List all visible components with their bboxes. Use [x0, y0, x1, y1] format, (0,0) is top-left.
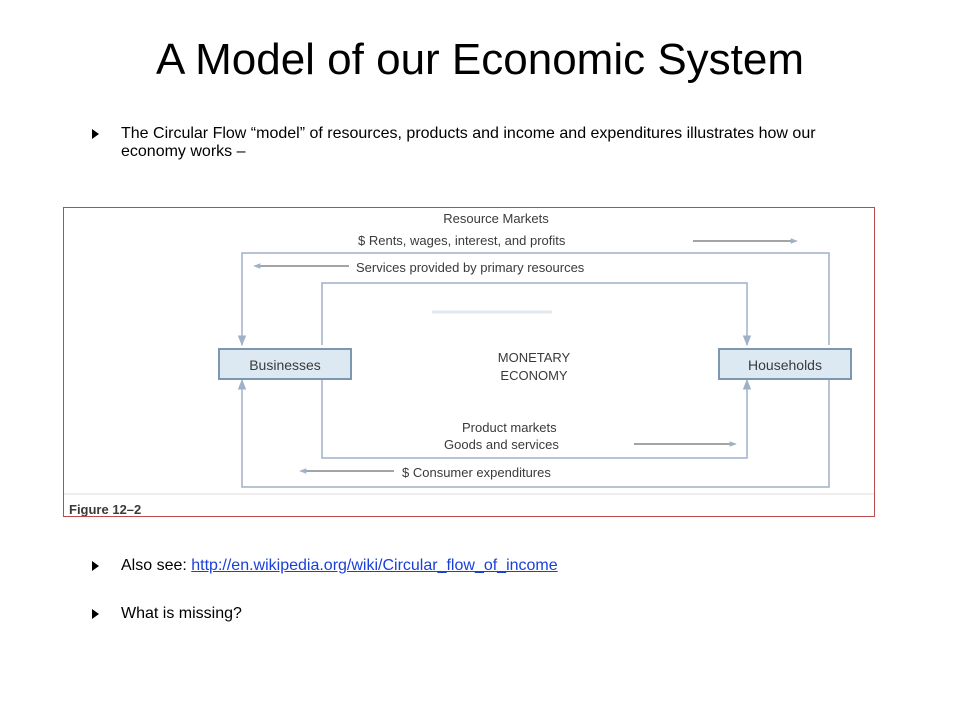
center-label-line2: ECONOMY: [500, 368, 568, 383]
slide-title: A Model of our Economic System: [155, 35, 805, 84]
bullet-intro-text: The Circular Flow “model” of resources, …: [121, 125, 816, 160]
income-flow-line: [321, 282, 752, 347]
figure-caption: Figure 12–2: [69, 502, 141, 517]
product-markets-header: Product markets: [462, 420, 557, 435]
wikipedia-link[interactable]: http://en.wikipedia.org/wiki/Circular_fl…: [191, 557, 558, 574]
households-box: [718, 348, 852, 380]
income-flow-label: $ Rents, wages, interest, and profits: [358, 233, 566, 248]
businesses-box: [218, 348, 352, 380]
services-flow-label: Services provided by primary resources: [356, 260, 585, 275]
triangle-bullet-icon: [92, 561, 99, 571]
circular-flow-figure: Businesses Households MONETARY ECONOMY R…: [63, 207, 875, 517]
triangle-bullet-icon: [92, 129, 99, 139]
bullet-also-see: Also see: http://en.wikipedia.org/wiki/C…: [92, 557, 882, 575]
circular-flow-diagram: Businesses Households MONETARY ECONOMY R…: [64, 211, 874, 517]
goods-flow-label: Goods and services: [444, 437, 559, 452]
expenditure-flow-line: [237, 378, 830, 488]
also-see-label: Also see:: [121, 557, 192, 574]
question-text: What is missing?: [121, 605, 242, 622]
households-label: Households: [748, 357, 822, 373]
businesses-label: Businesses: [249, 357, 321, 373]
goods-flow-line: [321, 378, 752, 459]
expenditure-flow-label: $ Consumer expenditures: [402, 465, 551, 480]
center-label-line1: MONETARY: [498, 350, 571, 365]
bullet-intro: The Circular Flow “model” of resources, …: [92, 125, 882, 161]
services-flow-line: [237, 252, 830, 347]
resource-markets-header: Resource Markets: [443, 211, 549, 226]
bullet-question: What is missing?: [92, 605, 882, 623]
triangle-bullet-icon: [92, 609, 99, 619]
